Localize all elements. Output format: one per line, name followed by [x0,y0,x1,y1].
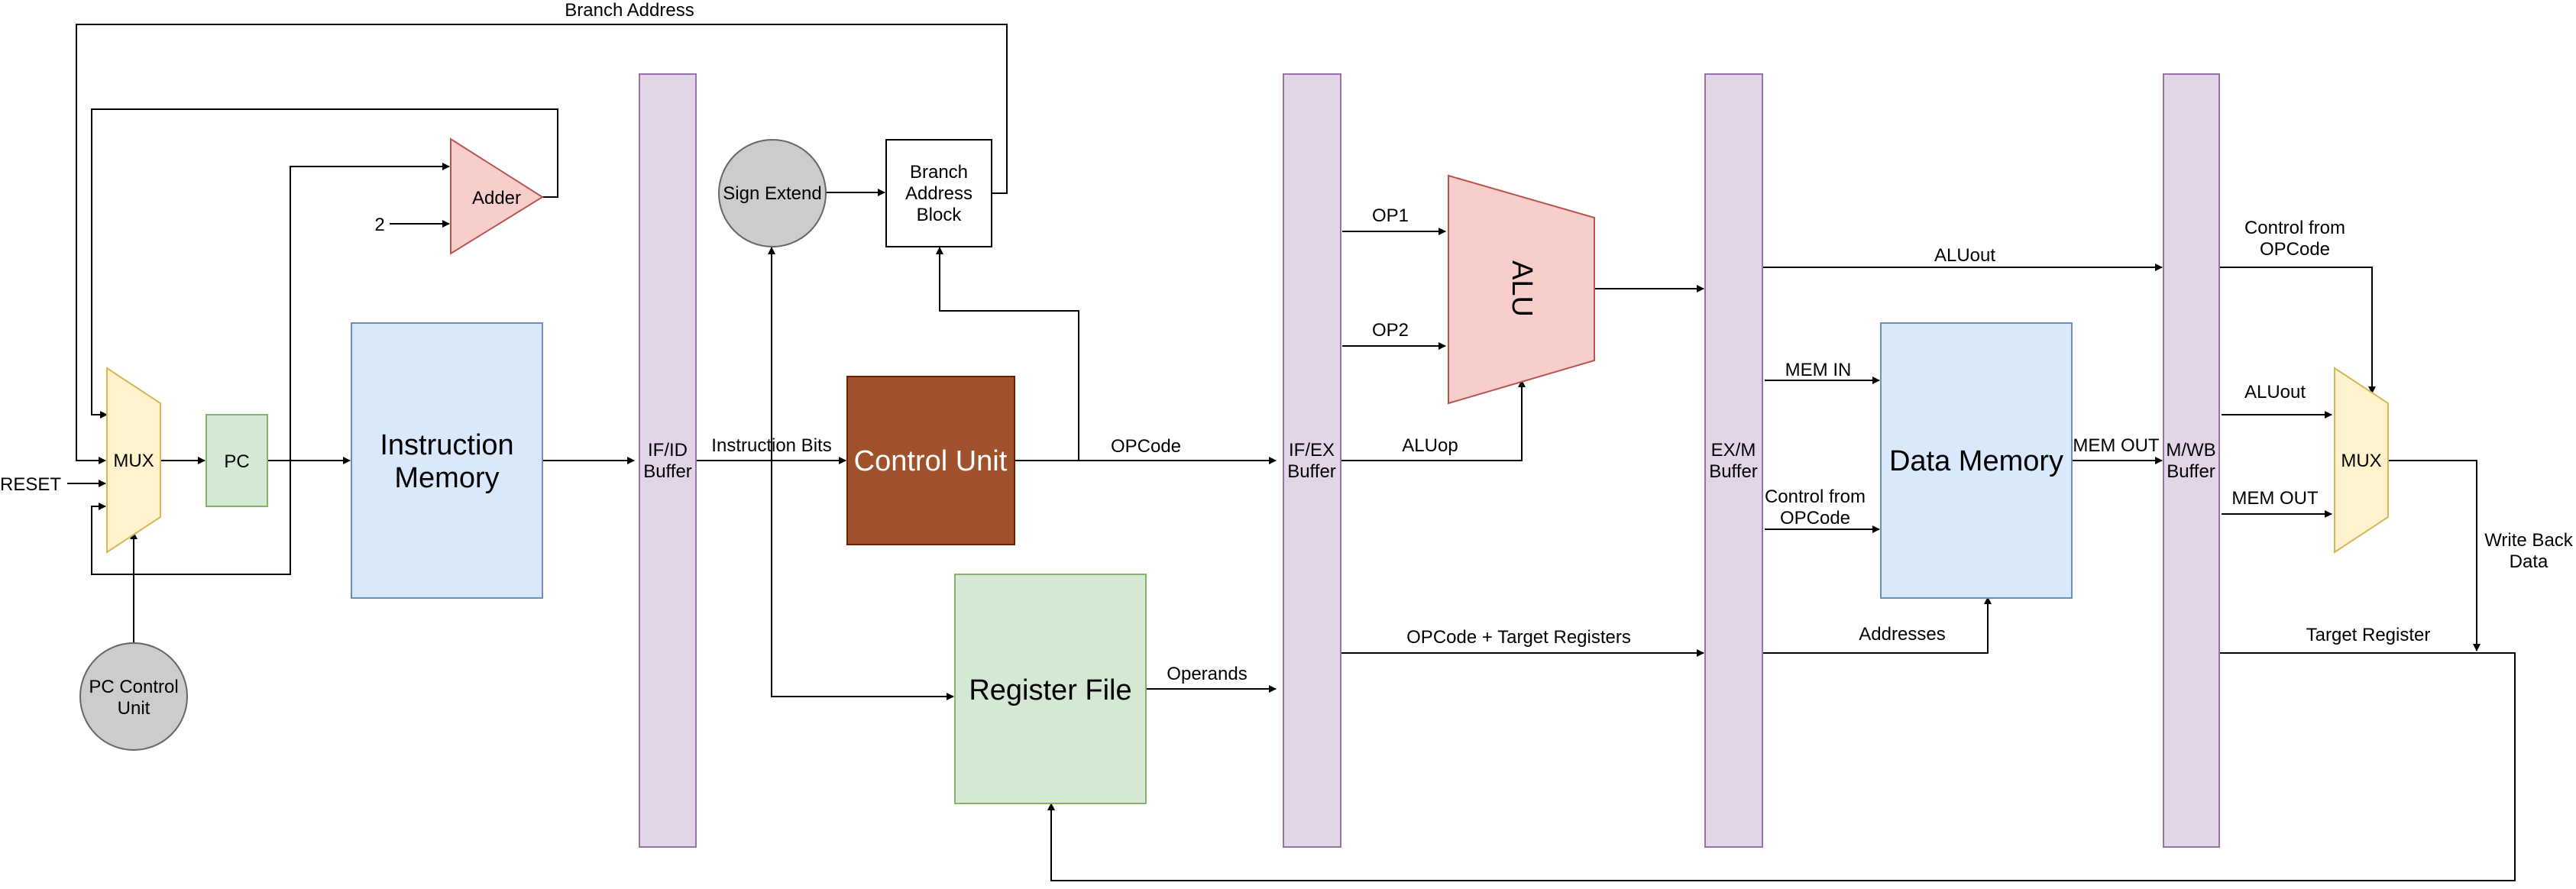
label-branch-address: Branch Address [565,0,694,21]
label-write-back-2: Data [2510,551,2548,572]
label-branch-block-2: Address [905,183,972,204]
label-addresses: Addresses [1859,624,1945,645]
register-file [954,574,1147,804]
label-aluop: ALUop [1402,435,1458,456]
mux-wb-shape [2334,367,2389,554]
label-pc-control-1: PC Control [89,677,178,697]
label-branch-block-3: Block [917,205,963,225]
wire-control-wb [2219,267,2376,394]
m-wb-buffer [2163,73,2220,848]
label-control-em-1: Control from [1765,487,1866,507]
wire-addresses [1762,596,1992,654]
wire-write-back [2388,460,2481,651]
wire-pc-loop [91,461,291,575]
pc-control-unit [79,642,188,751]
label-mem-in: MEM IN [1785,360,1852,380]
ex-m-buffer [1704,73,1763,848]
wire-target-register [1047,652,2516,881]
label-mux-pc: MUX [113,451,154,471]
label-control-wb-1: Control from [2244,218,2345,238]
wire-ifid-regfile [771,461,954,700]
label-instruction-memory-2: Memory [394,462,499,494]
label-opcode-target-registers: OPCode + Target Registers [1406,627,1631,648]
label-mem-out-wb: MEM OUT [2231,488,2319,509]
if-ex-buffer [1283,73,1341,848]
label-op2: OP2 [1372,320,1409,341]
mux-pc-shape [106,367,161,554]
wires [67,24,2516,881]
label-adder: Adder [472,188,521,209]
wire-aluop [1341,380,1526,461]
data-memory [1880,322,2073,599]
label-opcode: OPCode [1111,436,1181,457]
label-m-wb-1: M/WB [2166,440,2215,461]
label-operands: Operands [1167,664,1247,684]
label-pc: PC [224,451,249,472]
label-if-ex-1: IF/EX [1289,440,1335,461]
wire-opcode-to-branch [936,247,1079,461]
branch-address-block [885,139,992,247]
label-aluout-wb: ALUout [2244,382,2306,402]
label-branch-block-1: Branch [910,162,968,183]
label-if-id-2: Buffer [643,461,692,482]
label-alu: ALU [1506,260,1538,317]
alu-shape [1448,174,1595,405]
labels: Branch Address Adder 2 MUX PC RESET PC C… [0,0,2574,719]
instruction-memory [351,322,543,599]
wire-branch-address [76,24,1008,464]
label-control-em-2: OPCode [1780,508,1850,529]
sign-extend [718,139,827,247]
label-target-register: Target Register [2306,625,2431,645]
control-unit [846,376,1015,545]
label-write-back-1: Write Back [2484,530,2574,551]
label-data-memory: Data Memory [1889,445,2063,477]
label-if-ex-2: Buffer [1287,461,1336,482]
if-id-buffer [639,73,697,848]
label-aluout-top: ALUout [1934,245,1995,266]
label-register-file: Register File [969,674,1131,706]
label-op1: OP1 [1372,205,1409,226]
label-ex-m-1: EX/M [1711,440,1756,461]
label-m-wb-2: Buffer [2167,461,2215,482]
label-control-wb-2: OPCode [2260,239,2330,260]
label-control-unit: Control Unit [854,445,1008,477]
label-sign-extend: Sign Extend [723,183,821,204]
pc-register [205,414,268,507]
label-pc-control-2: Unit [118,698,150,719]
label-if-id-1: IF/ID [648,440,688,461]
adder-shape [450,137,544,255]
label-mux-wb: MUX [2341,451,2381,471]
label-instruction-bits: Instruction Bits [711,435,831,456]
blocks [79,73,2389,848]
label-mem-out-dm: MEM OUT [2073,435,2160,456]
label-ex-m-2: Buffer [1709,461,1758,482]
label-instruction-memory-1: Instruction [380,429,513,461]
wire-adder-feedback [91,108,558,419]
label-reset: RESET [0,474,61,495]
label-const-two: 2 [374,215,384,235]
